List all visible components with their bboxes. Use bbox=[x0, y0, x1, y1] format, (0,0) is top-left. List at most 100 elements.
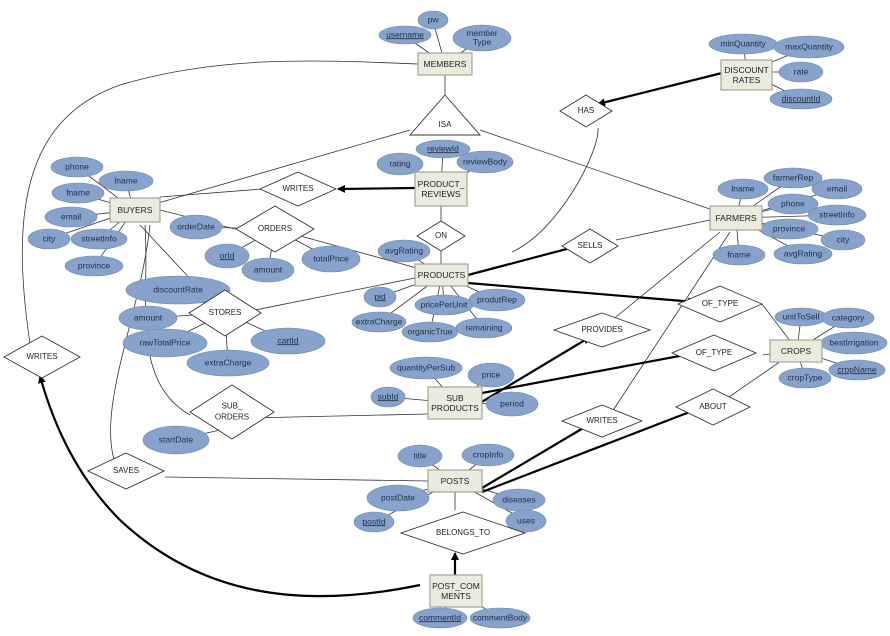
relationship-diamond bbox=[552, 312, 652, 348]
attribute-bestIrrigation: bestIrrigation bbox=[820, 331, 888, 355]
attribute-reviewBody: reviewBody bbox=[456, 150, 514, 174]
attribute-postId: postId bbox=[353, 511, 395, 533]
relationship-label: SELLS bbox=[578, 241, 603, 250]
entity-label: SUB bbox=[446, 393, 464, 403]
attribute-ellipse bbox=[377, 239, 431, 263]
attribute-amount_s: amount bbox=[118, 305, 178, 331]
attribute-rawTotalPrice: rawTotalPrice bbox=[122, 328, 208, 358]
attribute-ellipse bbox=[363, 286, 397, 308]
attribute-pid: pid bbox=[363, 286, 397, 308]
relationship-diamond bbox=[560, 404, 644, 438]
attribute-ellipse bbox=[204, 243, 250, 269]
attribute-ellipse bbox=[64, 255, 124, 277]
relationship-of-type-sub: OF_TYPE bbox=[670, 334, 758, 372]
attribute-ellipse bbox=[125, 275, 231, 305]
attribute-label: province bbox=[78, 260, 110, 270]
attribute-label: minQuantity bbox=[720, 38, 766, 48]
attribute-label: avgRating bbox=[385, 245, 424, 255]
attribute-label: email bbox=[827, 183, 847, 193]
attribute-ellipse bbox=[773, 35, 845, 59]
attribute-avgRating_f: avgRating bbox=[773, 243, 833, 265]
relationship-label: WRITES bbox=[282, 184, 313, 193]
attribute-ellipse bbox=[122, 328, 208, 358]
attribute-reviewId: reviewId bbox=[415, 139, 471, 159]
attribute-label: category bbox=[832, 312, 865, 322]
attribute-label: title bbox=[413, 450, 427, 460]
attribute-label: discountRate bbox=[153, 284, 203, 294]
entity-products: PRODUCTS bbox=[414, 263, 469, 287]
attribute-label: lname bbox=[731, 183, 754, 193]
attribute-label: orderDate bbox=[177, 221, 215, 231]
entity-label: POSTS bbox=[441, 476, 470, 486]
relationship-writes-post: WRITES bbox=[560, 404, 644, 438]
attribute-label: Type bbox=[473, 37, 492, 47]
attribute-lname_b: lname bbox=[98, 170, 154, 192]
relationship-diamond bbox=[399, 511, 527, 555]
attribute-uses: uses bbox=[505, 509, 547, 533]
attribute-label: startDate bbox=[159, 434, 194, 444]
attribute-province_f: province bbox=[759, 218, 819, 240]
entity-label: PRODUCTS bbox=[431, 403, 479, 413]
relationship-isa: ISA bbox=[409, 94, 481, 136]
attribute-lname_f: lname bbox=[717, 178, 769, 200]
entity-label: MEMBERS bbox=[424, 59, 467, 69]
attribute-label: phone bbox=[781, 198, 805, 208]
attribute-price: price bbox=[467, 362, 515, 388]
attribute-subId: subId bbox=[370, 386, 406, 408]
attribute-quantityPerSub: quantityPerSub bbox=[389, 356, 463, 380]
attribute-cropInfo: cropInfo bbox=[461, 443, 515, 467]
attribute-ellipse bbox=[142, 425, 210, 455]
relationship-on: ON bbox=[416, 220, 466, 252]
entity-crops: CROPS bbox=[769, 339, 823, 363]
attribute-label: price bbox=[482, 369, 501, 379]
relationship-diamond bbox=[188, 289, 262, 337]
attribute-ellipse bbox=[778, 61, 824, 83]
entity-label: PRODUCT_ bbox=[418, 179, 465, 189]
entity-members: MEMBERS bbox=[417, 52, 473, 76]
attribute-fname_b: fname bbox=[51, 182, 105, 204]
relationship-layer: ISAHASWRITESORDERSONSELLSOF_TYPEPROVIDES… bbox=[3, 94, 764, 555]
attribute-label: maxQuantity bbox=[785, 41, 833, 51]
attribute-label: rate bbox=[794, 66, 809, 76]
attribute-cartId: cartId bbox=[250, 327, 326, 355]
attribute-label: amount bbox=[254, 264, 283, 274]
attribute-ellipse bbox=[417, 10, 449, 30]
attribute-ellipse bbox=[455, 317, 513, 339]
attribute-label: streetInfo bbox=[819, 209, 855, 219]
relationship-orders: ORDERS bbox=[235, 205, 315, 253]
attribute-label: phone bbox=[65, 161, 89, 171]
relationship-provides: PROVIDES bbox=[552, 312, 652, 348]
attribute-ellipse bbox=[366, 484, 430, 512]
relationship-diamond bbox=[559, 94, 613, 128]
attribute-discountRate: discountRate bbox=[125, 275, 231, 305]
relationship-label: ORDERS bbox=[258, 224, 292, 233]
entity-box bbox=[769, 339, 823, 363]
attribute-streetInfo_f: streetInfo bbox=[807, 204, 867, 226]
attribute-label: fname bbox=[66, 187, 90, 197]
attribute-period: period bbox=[485, 391, 539, 417]
attribute-username: username bbox=[378, 25, 432, 45]
relationship-label: ISA bbox=[439, 120, 453, 129]
attribute-ellipse bbox=[461, 443, 515, 467]
attribute-ellipse bbox=[485, 391, 539, 417]
relationship-diamond bbox=[86, 452, 166, 490]
attribute-farmerRep: farmerRep bbox=[763, 167, 823, 189]
attribute-ellipse bbox=[250, 327, 326, 355]
entity-posts: POSTS bbox=[427, 469, 483, 493]
attribute-diseases: diseases bbox=[492, 488, 546, 512]
attribute-title: title bbox=[397, 444, 443, 468]
attribute-organicTrue: organicTrue bbox=[401, 321, 459, 343]
entity-farmers: FARMERS bbox=[709, 205, 763, 231]
attribute-phone_b: phone bbox=[50, 156, 104, 178]
attribute-ellipse bbox=[241, 257, 295, 283]
attribute-label: member bbox=[466, 28, 497, 38]
attribute-label: pid bbox=[374, 291, 386, 301]
entity-layer: MEMBERSBUYERSFARMERSPRODUCT_REVIEWSPRODU… bbox=[109, 52, 823, 608]
attribute-label: discountId bbox=[782, 93, 821, 103]
attribute-ellipse bbox=[452, 24, 512, 52]
attribute-label: commentBody bbox=[473, 612, 528, 622]
attribute-pricePerUnit: pricePerUnit bbox=[414, 294, 474, 316]
